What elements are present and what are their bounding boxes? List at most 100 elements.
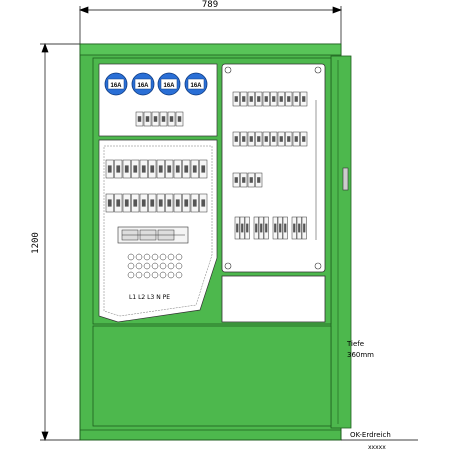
terminal-screw — [127, 253, 135, 261]
socket-1-label: 16A — [110, 83, 122, 89]
circuit-breaker — [131, 193, 140, 213]
socket-2-label: 16A — [137, 83, 149, 89]
terminal-screw — [167, 253, 175, 261]
meter-breaker — [232, 172, 240, 188]
socket-breaker — [151, 111, 160, 127]
meter-breaker — [247, 131, 255, 147]
meter-breaker — [255, 131, 263, 147]
meter-breaker — [232, 91, 240, 107]
meter-terminal — [301, 216, 307, 240]
meter-terminal — [253, 216, 259, 240]
right-lower-panel — [221, 275, 326, 323]
height-dimension — [40, 43, 80, 441]
circuit-breaker — [199, 193, 208, 213]
circuit-breaker — [182, 159, 191, 179]
screw-icon — [314, 66, 322, 74]
depth-label: Tiefe — [346, 340, 364, 348]
circuit-breaker — [139, 159, 148, 179]
terminal-screw — [167, 271, 175, 279]
right-meter-panel — [221, 63, 326, 273]
meter-terminal — [272, 216, 278, 240]
circuit-breaker — [105, 193, 114, 213]
terminal-block — [127, 253, 183, 279]
terminal-screw — [135, 262, 143, 270]
terminal-screw — [159, 271, 167, 279]
terminal-screw — [151, 253, 159, 261]
depth-value: 360mm — [347, 351, 374, 359]
meter-breaker — [262, 91, 270, 107]
circuit-breaker — [105, 159, 114, 179]
meter-breaker — [240, 172, 248, 188]
width-label: 789 — [202, 0, 218, 10]
rcd-block — [117, 226, 189, 244]
circuit-breaker — [165, 159, 174, 179]
meter-breaker-row-2 — [232, 131, 308, 147]
open-door — [330, 55, 352, 429]
meter-breaker-row-1 — [232, 91, 308, 107]
circuit-breaker — [114, 193, 123, 213]
screw-icon — [224, 262, 232, 270]
circuit-breaker — [190, 193, 199, 213]
height-label: 1200 — [31, 232, 41, 254]
breaker-row-1 — [105, 159, 208, 179]
socket-breaker — [143, 111, 152, 127]
terminal-screw — [143, 262, 151, 270]
meter-breaker-row-3 — [232, 172, 263, 188]
terminal-screw — [143, 253, 151, 261]
ground-marks: xxxxx — [368, 444, 386, 450]
circuit-breaker — [173, 159, 182, 179]
socket-4 — [184, 72, 208, 96]
socket-2 — [131, 72, 155, 96]
left-upper-panel: 16A 16A 16A 16A — [98, 63, 218, 137]
meter-breaker — [247, 172, 255, 188]
circuit-breaker — [156, 193, 165, 213]
circuit-breaker — [156, 159, 165, 179]
meter-terminal — [239, 216, 245, 240]
circuit-breaker — [199, 159, 208, 179]
meter-breaker — [262, 131, 270, 147]
terminal-screw — [167, 262, 175, 270]
meter-breaker — [277, 91, 285, 107]
meter-breaker — [270, 91, 278, 107]
socket-breaker — [175, 111, 184, 127]
meter-breaker — [300, 131, 308, 147]
ground-label: OK-Erdreich — [350, 431, 391, 439]
screw-icon — [224, 66, 232, 74]
circuit-breaker — [148, 193, 157, 213]
meter-terminal — [263, 216, 269, 240]
door-handle — [342, 167, 349, 191]
left-lower-panel: L1 L2 L3 N PE — [98, 139, 218, 323]
base-compartment — [92, 325, 332, 427]
socket-breaker — [167, 111, 176, 127]
meter-breaker — [240, 131, 248, 147]
terminal-screw — [127, 262, 135, 270]
meter-breaker — [255, 172, 263, 188]
terminal-screw — [127, 271, 135, 279]
circuit-breaker — [173, 193, 182, 213]
socket-breaker-row — [135, 111, 184, 127]
circuit-breaker — [190, 159, 199, 179]
meter-terminal-row — [234, 216, 307, 240]
meter-breaker — [292, 91, 300, 107]
terminal-screw — [159, 253, 167, 261]
terminal-screw — [175, 253, 183, 261]
terminal-screw — [135, 271, 143, 279]
width-dimension — [79, 6, 342, 50]
socket-1 — [104, 72, 128, 96]
socket-3-label: 16A — [163, 83, 175, 89]
meter-breaker — [285, 91, 293, 107]
terminal-labels: L1 L2 L3 N PE — [129, 294, 170, 301]
meter-breaker — [240, 91, 248, 107]
meter-breaker — [292, 131, 300, 147]
meter-terminal — [291, 216, 297, 240]
terminal-screw — [151, 271, 159, 279]
meter-breaker — [270, 131, 278, 147]
meter-terminal — [258, 216, 264, 240]
meter-breaker — [247, 91, 255, 107]
circuit-breaker — [165, 193, 174, 213]
screw-icon — [314, 262, 322, 270]
terminal-screw — [151, 262, 159, 270]
breaker-row-2 — [105, 193, 208, 213]
